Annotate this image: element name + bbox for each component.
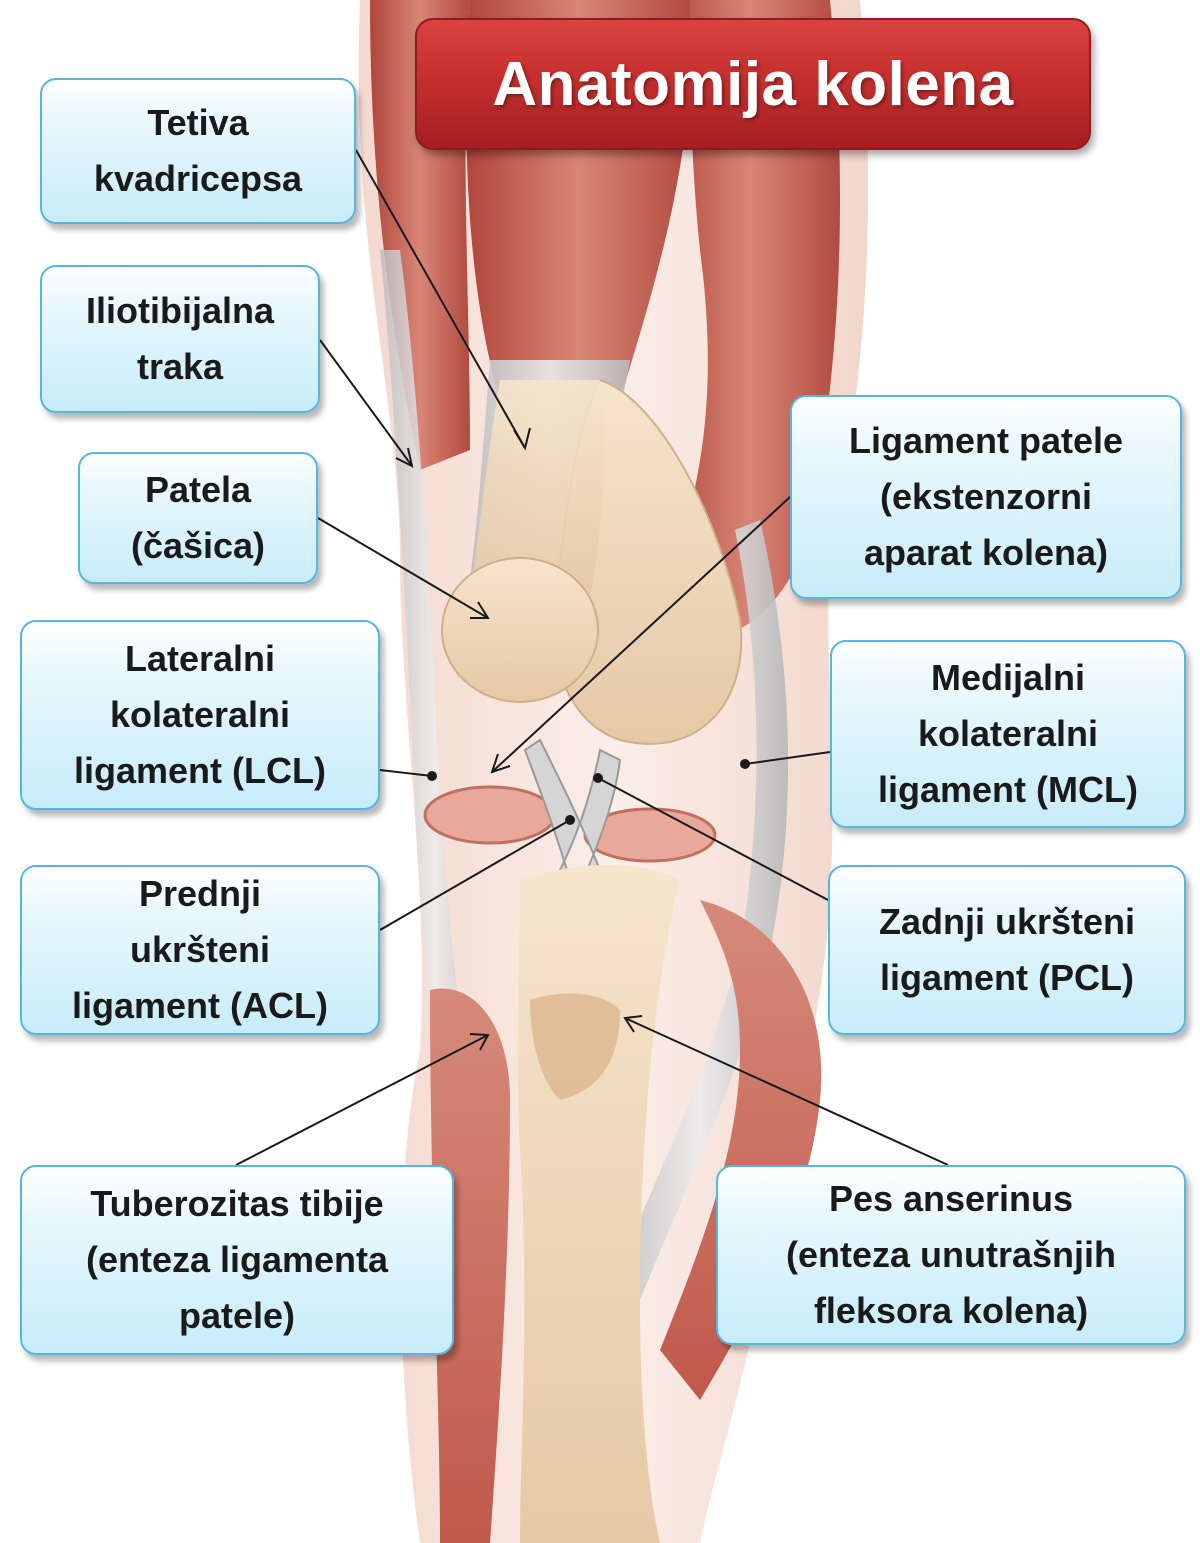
- label-line: Patela: [144, 469, 252, 510]
- label-line: (enteza ligamenta: [85, 1239, 389, 1280]
- label-line: (čašica): [130, 525, 266, 566]
- label-line: kvadricepsa: [93, 158, 303, 199]
- label-patella: Patela (čašica): [78, 452, 318, 584]
- leader-lines: [235, 149, 949, 1166]
- leader-dots: [427, 759, 750, 825]
- label-lcl: Lateralni kolateralni ligament (LCL): [20, 620, 380, 810]
- gastrocnemius-medial: [660, 900, 822, 1400]
- label-acl: Prednji ukršteni ligament (ACL): [20, 865, 380, 1035]
- label-line: patele): [178, 1295, 296, 1336]
- label-quadriceps-tendon: Tetiva kvadricepsa: [40, 78, 356, 224]
- label-line: Tetiva: [147, 102, 249, 143]
- label-line: kolateralni: [109, 694, 291, 735]
- label-line: ligament (ACL): [72, 985, 328, 1026]
- patella-shape: [441, 557, 599, 703]
- label-line: ligament (PCL): [879, 957, 1134, 998]
- label-patellar-ligament: Ligament patele (ekstenzorni aparat kole…: [790, 395, 1182, 599]
- label-line: ligament (LCL): [74, 750, 326, 791]
- label-line: Prednji: [138, 873, 262, 914]
- label-line: ukršteni: [129, 929, 271, 970]
- label-line: traka: [136, 346, 224, 387]
- label-line: Medijalni: [930, 657, 1086, 698]
- label-line: ligament (MCL): [878, 769, 1138, 810]
- label-pcl: Zadnji ukršteni ligament (PCL): [828, 865, 1186, 1035]
- label-line: Ligament patele: [848, 420, 1124, 461]
- lateral-meniscus: [423, 785, 557, 845]
- label-mcl: Medijalni kolateralni ligament (MCL): [830, 640, 1186, 828]
- diagram-title: Anatomija kolena: [492, 49, 1014, 119]
- label-tibial-tuberosity: Tuberozitas tibije (enteza ligamenta pat…: [20, 1165, 454, 1355]
- tibialis-anterior: [430, 988, 510, 1543]
- tibial-tuberosity: [530, 993, 620, 1100]
- label-pes-anserinus: Pes anserinus (enteza unutrašnjih flekso…: [716, 1165, 1186, 1345]
- label-line: Zadnji ukršteni: [878, 901, 1136, 942]
- label-line: Lateralni: [124, 638, 276, 679]
- label-line: Tuberozitas tibije: [90, 1183, 384, 1224]
- femur-shaft: [470, 380, 605, 600]
- label-line: aparat kolena): [863, 532, 1109, 573]
- label-line: (enteza unutrašnjih: [785, 1234, 1117, 1275]
- label-line: fleksora kolena): [813, 1290, 1089, 1331]
- title-banner: Anatomija kolena: [415, 18, 1091, 150]
- label-line: Iliotibijalna: [85, 290, 274, 331]
- label-line: kolateralni: [917, 713, 1099, 754]
- label-line: (ekstenzorni: [879, 476, 1093, 517]
- label-line: Pes anserinus: [828, 1178, 1074, 1219]
- label-iliotibial-band: Iliotibijalna traka: [40, 265, 320, 413]
- medial-collateral-ligament: [610, 520, 789, 1300]
